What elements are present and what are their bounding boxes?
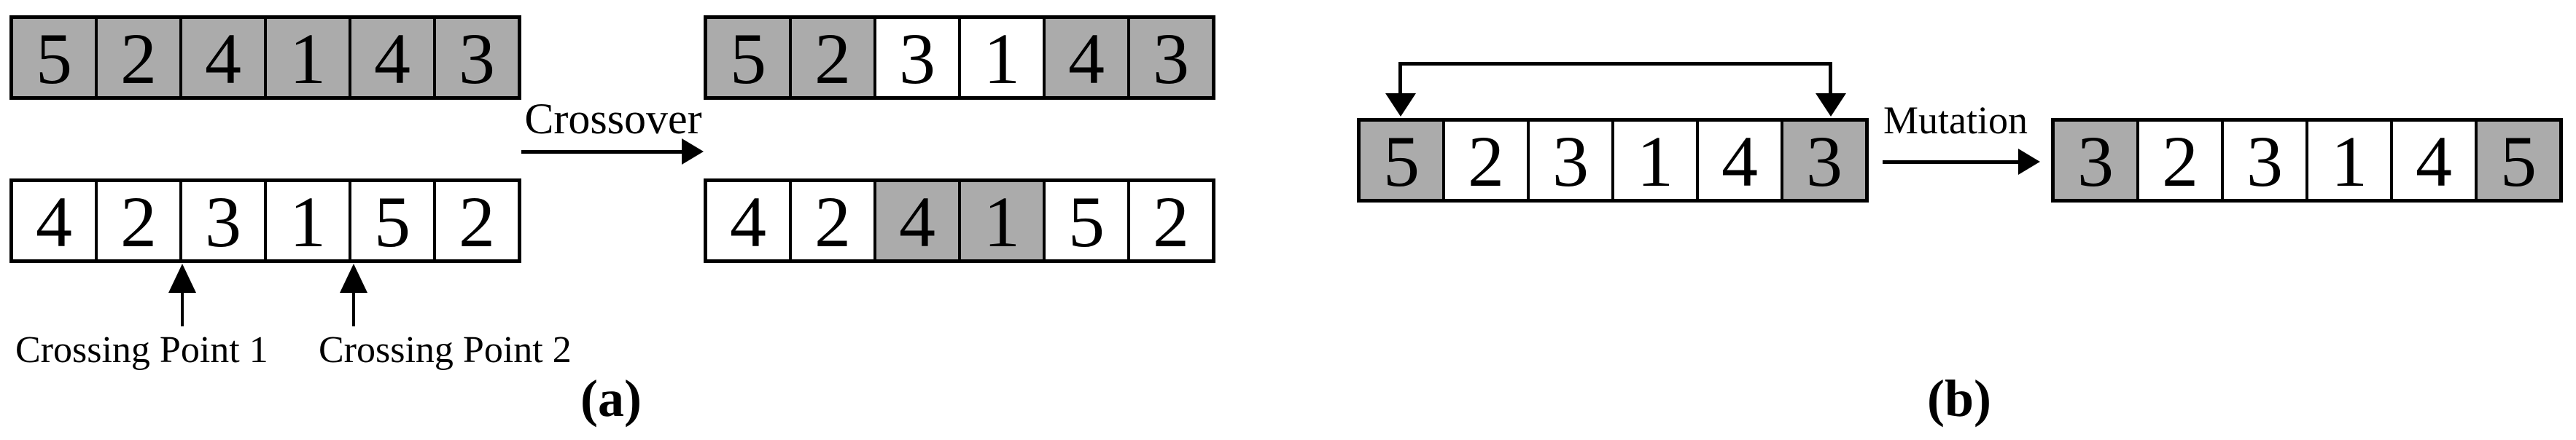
gene-cell: 1 <box>267 19 351 96</box>
panel-b-label: (b) <box>1927 369 1991 428</box>
gene-cell: 4 <box>351 19 436 96</box>
gene-cell: 1 <box>1614 122 1699 199</box>
gene-cell: 4 <box>1699 122 1783 199</box>
offspring2-array: 4 2 4 1 5 2 <box>704 178 1215 263</box>
gene-cell: 5 <box>1361 122 1445 199</box>
crossing-point-1-arrow-shaft <box>181 290 184 326</box>
gene-cell: 3 <box>182 182 267 259</box>
gene-cell: 5 <box>13 19 98 96</box>
swap-bracket-left-line <box>1398 62 1402 97</box>
offspring1-array: 5 2 3 1 4 3 <box>704 15 1215 100</box>
gene-cell: 5 <box>351 182 436 259</box>
crossover-arrow-shaft <box>521 150 683 154</box>
gene-cell: 4 <box>182 19 267 96</box>
gene-cell: 2 <box>792 19 876 96</box>
crossover-arrow-head <box>682 138 704 165</box>
gene-cell: 2 <box>98 182 182 259</box>
gene-cell: 5 <box>2478 122 2559 199</box>
gene-cell: 2 <box>792 182 876 259</box>
gene-cell: 2 <box>1130 182 1212 259</box>
gene-cell: 3 <box>436 19 518 96</box>
gene-cell: 4 <box>13 182 98 259</box>
swap-bracket-left-arrow-head <box>1385 93 1416 117</box>
crossing-point-1-arrow-head <box>168 264 196 293</box>
gene-cell: 1 <box>267 182 351 259</box>
gene-cell: 3 <box>1530 122 1614 199</box>
mutation-before-array: 5 2 3 1 4 3 <box>1357 118 1869 203</box>
gene-cell: 1 <box>961 182 1046 259</box>
swap-bracket-right-arrow-head <box>1816 93 1846 117</box>
gene-cell: 1 <box>961 19 1046 96</box>
gene-cell: 4 <box>2393 122 2478 199</box>
mutation-arrow-head <box>2018 149 2040 175</box>
gene-cell: 3 <box>1130 19 1212 96</box>
swap-bracket-top-line <box>1398 62 1832 66</box>
gene-cell: 4 <box>876 182 961 259</box>
gene-cell: 5 <box>707 19 792 96</box>
gene-cell: 3 <box>1783 122 1865 199</box>
crossing-point-1-label: Crossing Point 1 <box>15 329 268 371</box>
gene-cell: 3 <box>2055 122 2139 199</box>
gene-cell: 4 <box>1046 19 1130 96</box>
gene-cell: 1 <box>2308 122 2393 199</box>
gene-cell: 2 <box>1445 122 1530 199</box>
gene-cell: 5 <box>1046 182 1130 259</box>
mutation-after-array: 3 2 3 1 4 5 <box>2051 118 2563 203</box>
gene-cell: 2 <box>98 19 182 96</box>
panel-a-label: (a) <box>580 369 642 428</box>
mutation-arrow-shaft <box>1883 160 2018 164</box>
crossover-label: Crossover <box>524 95 702 143</box>
gene-cell: 3 <box>2224 122 2308 199</box>
parent2-array: 4 2 3 1 5 2 <box>9 178 521 263</box>
crossing-point-2-arrow-shaft <box>352 290 355 326</box>
crossing-point-2-label: Crossing Point 2 <box>319 329 572 371</box>
gene-cell: 4 <box>707 182 792 259</box>
gene-cell: 3 <box>876 19 961 96</box>
swap-bracket-right-line <box>1829 62 1832 97</box>
crossing-point-2-arrow-head <box>340 264 367 293</box>
gene-cell: 2 <box>436 182 518 259</box>
gene-cell: 2 <box>2139 122 2224 199</box>
mutation-label: Mutation <box>1883 98 2028 142</box>
parent1-array: 5 2 4 1 4 3 <box>9 15 521 100</box>
